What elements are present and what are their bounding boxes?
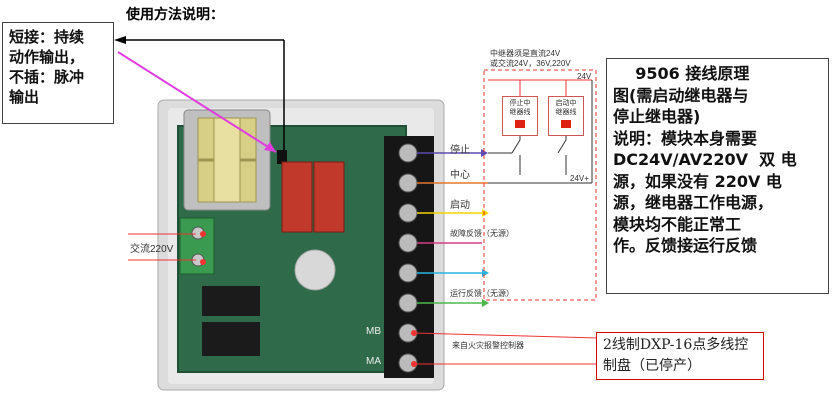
- mark-ma: MA: [366, 356, 381, 367]
- dxp-note: 2线制DXP-16点多线控 制盘（已停产）: [596, 332, 764, 380]
- description-box: 9506 接线原理 图(需启动继电器与 停止继电器) 说明：模块本身需要 DC2…: [606, 58, 829, 294]
- dxp-note-line: 2线制DXP-16点多线控: [603, 337, 749, 353]
- description-line: 作。反馈接运行反馈: [613, 236, 758, 255]
- jumper-note-line: 短接：持续: [9, 28, 85, 46]
- terminal-label-run: 运行反馈（无源）: [450, 289, 514, 298]
- terminal-label-start: 启动: [450, 200, 470, 211]
- mount-hole: [294, 249, 336, 291]
- jumper-note: 短接：持续 动作输出， 不插：脉冲 输出: [2, 22, 114, 124]
- description-line: DC24V/AV220V 双 电: [613, 150, 797, 169]
- jumper-note-line: 动作输出，: [9, 48, 85, 66]
- jumper-note-line: 输出: [9, 88, 40, 106]
- stop-relay: 停止中 继器线: [502, 96, 538, 136]
- start-relay: 启动中 继器线: [548, 96, 584, 136]
- terminal-label-stop: 停止: [450, 145, 470, 156]
- relay-voltage-label: 24V: [577, 72, 592, 81]
- description-line: 说明：模块本身需要: [613, 128, 758, 148]
- stop-relay-label: 停止中 继器线: [509, 99, 531, 116]
- usage-title: 使用方法说明：: [126, 7, 224, 23]
- description-line: 图(需启动继电器与: [613, 85, 749, 105]
- relay-2: [313, 161, 345, 233]
- start-relay-label: 启动中 继器线: [555, 99, 577, 116]
- relay-supply-box: [483, 69, 597, 301]
- dxp-note-line: 制盘（已停产）: [603, 358, 701, 374]
- relay-1: [281, 161, 313, 233]
- start-relay-indicator: [561, 120, 571, 128]
- relay-note-line: 或交流24V，36V,220V: [490, 59, 571, 68]
- terminal-screws: [398, 143, 418, 373]
- relay-note-line: 中继器须是直流24V: [490, 49, 561, 58]
- relay-4: [202, 322, 260, 356]
- jumper-note-line: 不插：脉冲: [9, 68, 85, 86]
- jumper-arrow: [117, 51, 277, 153]
- description-line: 停止继电器): [613, 107, 701, 126]
- description-line: 9506 接线原理: [613, 64, 750, 83]
- description-line: 模块均不能正常工: [613, 214, 742, 234]
- terminal-label-center: 中心: [450, 170, 470, 181]
- wire-bus-1: [413, 332, 599, 339]
- jumper-pins: [277, 150, 287, 164]
- mark-mb: MB: [366, 326, 381, 337]
- terminal-label-controller: 来自火灾报警控制器: [452, 341, 524, 350]
- ac-label: 交流220V: [130, 244, 174, 255]
- description-line: 源，如果没有 220V 电: [613, 171, 782, 191]
- terminal-label-fault: 故障反馈（无源）: [450, 229, 514, 238]
- dc-label: 24V+: [570, 174, 589, 183]
- relay-3: [202, 286, 260, 316]
- stop-relay-indicator: [515, 120, 525, 128]
- description-line: 源，继电器工作电源，: [613, 193, 774, 212]
